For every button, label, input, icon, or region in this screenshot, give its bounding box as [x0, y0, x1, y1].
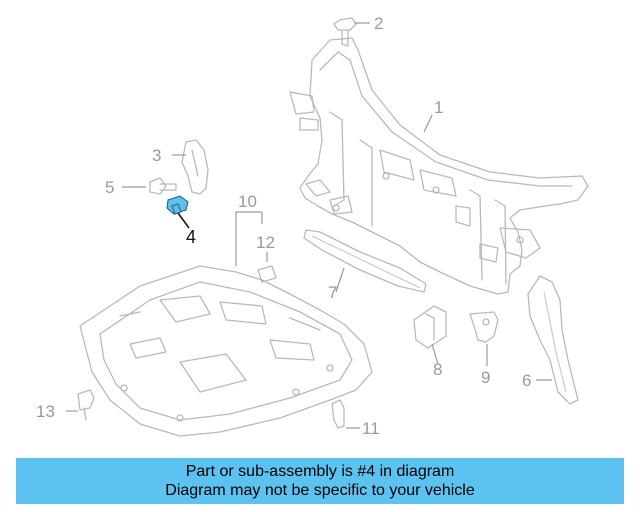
clip-part-12	[257, 265, 277, 283]
engine-undercover-part	[79, 265, 373, 437]
callout-12: 12	[256, 233, 275, 252]
callout-2: 2	[374, 14, 383, 33]
callout-5: 5	[105, 178, 114, 197]
callout-11: 11	[362, 419, 380, 438]
callout-8: 8	[433, 360, 442, 379]
highlighted-bolt-part-4[interactable]	[166, 195, 189, 215]
notice-line-disclaimer: Diagram may not be specific to your vehi…	[165, 482, 475, 499]
bolt-part-2	[333, 17, 357, 47]
radiator-support-part	[289, 37, 589, 295]
notice-line-part: Part or sub-assembly is #4 in diagram	[185, 463, 455, 480]
callout-10: 10	[238, 192, 257, 211]
callout-9: 9	[481, 368, 490, 387]
deflector-part-7	[303, 229, 427, 293]
bracket-part-3	[181, 139, 209, 195]
callout-13: 13	[36, 402, 55, 421]
bracket-part-8	[413, 305, 447, 349]
callout-3: 3	[152, 146, 161, 165]
bolt-part-11	[331, 399, 345, 429]
air-guide-part-6	[527, 275, 579, 405]
callout-4[interactable]: 4	[186, 227, 196, 247]
leader-lines	[66, 22, 552, 429]
bolt-part-5	[149, 177, 177, 195]
bracket-part-9	[469, 311, 499, 343]
callout-7: 7	[328, 283, 337, 302]
callout-6: 6	[522, 371, 531, 390]
diagram-notice-banner: Part or sub-assembly is #4 in diagram Di…	[16, 458, 624, 504]
parts-diagram: 2 1 3 5 4 10 12 7 8 9 6 13 11	[36, 14, 589, 438]
callout-1: 1	[434, 98, 443, 117]
bolt-part-13	[77, 389, 95, 421]
